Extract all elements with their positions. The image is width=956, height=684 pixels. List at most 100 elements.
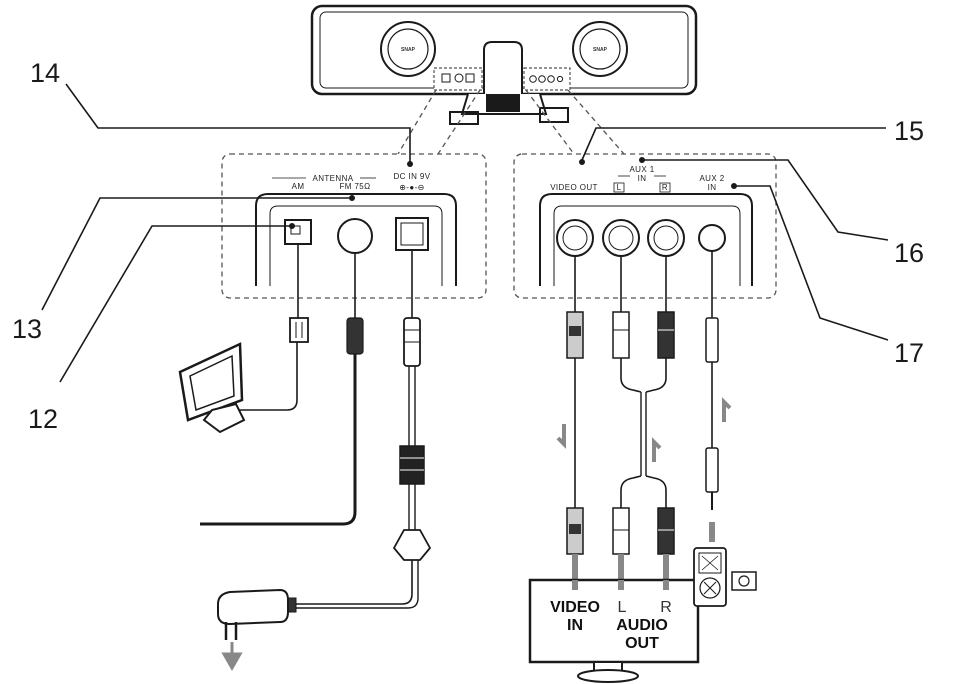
aux2-jack [698, 224, 726, 252]
callout-15: 15 [894, 116, 924, 146]
dc-in-jack-inner [400, 222, 424, 246]
audio-r-plug-bottom [657, 507, 675, 555]
unit-knob-left-ring [387, 28, 429, 70]
unit-knob-right-label: SNAP [593, 47, 608, 53]
callout-13: 13 [12, 314, 42, 344]
video-out-jack-inner [562, 225, 588, 251]
audio-r-plug-top [657, 311, 675, 359]
am-antenna-jack-slot [290, 225, 301, 235]
aux2-in-label: IN [708, 183, 717, 192]
leader-15 [581, 127, 886, 161]
leader-12-dot [289, 223, 295, 229]
tv-set: VIDEO IN L R AUDIO OUT [528, 578, 700, 683]
leader-17-dot [731, 183, 737, 189]
tv-body [528, 578, 700, 664]
tv-audio-out-label: OUT [625, 635, 659, 652]
mini-jack-aux1-l [538, 75, 546, 83]
tv-audio-label: AUDIO [616, 617, 668, 634]
up-arrow-icon [652, 437, 662, 462]
leader-12 [59, 225, 290, 383]
aux1-l-label: L [617, 183, 622, 192]
portable-player [693, 547, 757, 607]
aux1-r-box [659, 182, 671, 193]
aux2-label: AUX 2 [699, 174, 724, 183]
player-click-wheel [699, 577, 721, 599]
aux1-r-label: R [662, 183, 668, 192]
fm-wire-antenna [200, 253, 364, 526]
leader-15-dot [579, 159, 585, 165]
audio-l-plug-top [612, 311, 630, 359]
leader-14 [65, 83, 411, 162]
dc-cable-splitter [392, 529, 432, 561]
left-panel: ANTENNA AM FM 75Ω DC IN 9V ⊕-●-⊖ [221, 153, 487, 299]
down-arrow-icon [556, 424, 566, 449]
player-body [693, 547, 727, 607]
fm-wire [200, 354, 357, 526]
right-panel: VIDEO OUT AUX 1 IN L R AUX 2 IN [513, 153, 777, 299]
leader-14-dot [407, 161, 413, 167]
zoom-line-1 [397, 89, 437, 155]
unit-knob-right-ring [579, 28, 621, 70]
am-loop-inner [189, 354, 235, 412]
right-panel-housing-inner [553, 205, 741, 286]
mini-jack-aux2 [556, 75, 564, 83]
left-panel-housing [255, 193, 457, 286]
am-cable-down [238, 342, 298, 411]
power-adapter-body [217, 588, 289, 626]
am-antenna-jack [284, 219, 312, 245]
zoom-line-4 [567, 89, 625, 155]
audio-y-merge-top [620, 358, 667, 393]
unit-rear-panel-right [523, 67, 571, 91]
callouts: 14 13 12 15 16 17 [12, 58, 924, 434]
dc-cable-bottom-b [294, 560, 419, 609]
am-loop-antenna [178, 244, 309, 434]
leader-16 [644, 159, 889, 241]
callout-16: 16 [894, 238, 924, 268]
audio-l-plug-bottom [612, 507, 630, 555]
unit-dock [483, 41, 523, 94]
up-arrow-icon [722, 397, 732, 422]
tv-l-label: L [618, 599, 627, 616]
callout-12: 12 [28, 404, 58, 434]
am-plug [289, 317, 309, 343]
aux1-l-jack [602, 219, 640, 257]
video-out-jack [556, 219, 594, 257]
leader-13 [41, 197, 350, 311]
video-plug-bottom-band [569, 524, 581, 534]
leader-17 [736, 185, 889, 341]
video-out-label: VIDEO OUT [550, 183, 598, 192]
am-label: AM [292, 182, 305, 191]
mini-jack-fm [454, 73, 464, 83]
aux1-r-jack-inner [653, 225, 679, 251]
unit-knob-left-label: SNAP [401, 47, 416, 53]
tv-video-label: VIDEO [550, 599, 600, 616]
aux1-in-label: IN [638, 174, 647, 183]
unit-knob-right [572, 21, 628, 77]
leader-16-dot [639, 157, 645, 163]
aux1-l-jack-inner [608, 225, 634, 251]
dc-in-label: DC IN 9V [394, 172, 431, 181]
to-outlet-arrow-icon [221, 642, 243, 672]
callout-14: 14 [30, 58, 60, 88]
aux2-plug-top [705, 317, 719, 363]
unit-stand-foot-left [449, 111, 479, 125]
audio-y-merge-bottom [620, 475, 667, 508]
right-panel-housing [539, 193, 753, 286]
unit-stand-foot-right [539, 107, 569, 123]
dc-cable-bottom-a [294, 560, 413, 605]
fm-antenna-jack [337, 218, 373, 254]
zoom-lines [397, 89, 625, 155]
camera-lens-icon [738, 575, 750, 587]
dc-ferrite-core [399, 445, 425, 485]
camera-body [731, 571, 757, 591]
am-loop-stand [202, 402, 246, 434]
direction-arrows [556, 397, 732, 462]
tv-stand-base [577, 669, 639, 683]
dc-adapter [217, 250, 432, 672]
mini-jack-dc [465, 73, 475, 83]
antenna-label: ANTENNA [312, 174, 353, 183]
av-cables [566, 251, 719, 590]
mini-jack-aux1-r [547, 75, 555, 83]
fm-plug [346, 317, 364, 355]
